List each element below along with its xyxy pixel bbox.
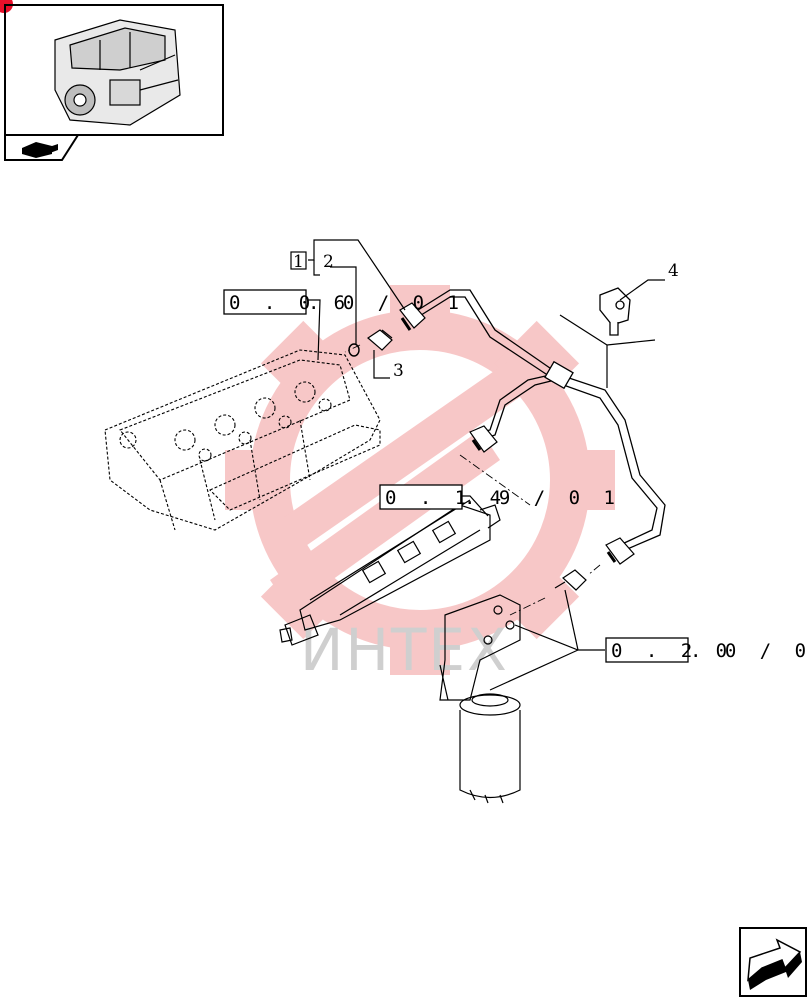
alignment-lines [344, 344, 601, 616]
fuel-sensor [554, 569, 587, 591]
callout-4: 4 [668, 261, 679, 281]
reference-0-14-suffix: . 9 / 0 1 [464, 487, 621, 509]
reference-0-20[interactable]: 0 . 2 0 . 0 / 0 1 [605, 637, 812, 663]
callout-2: 2 [323, 252, 334, 272]
reference-0-06[interactable]: 0 . 0 6 . 0 / 0 1 [223, 289, 465, 315]
reference-0-06-suffix: . 0 / 0 1 [308, 292, 465, 314]
reference-0-14[interactable]: 0 . 1 4 . 9 / 0 1 [379, 484, 621, 510]
reference-0-14-boxed: 0 . 1 4 [385, 487, 507, 509]
fuel-filter-drawing [439, 594, 521, 804]
thumbnail-frame [0, 0, 224, 161]
callout-1: 1 [293, 252, 304, 272]
callout-1-box [290, 251, 307, 270]
engine-thumbnail-icon [54, 19, 181, 126]
next-page-arrow-icon[interactable] [739, 927, 807, 997]
reference-0-20-suffix: . 0 / 0 1 [690, 640, 812, 662]
reference-0-20-boxed: 0 . 2 0 [611, 640, 733, 662]
sensor-item-4 [599, 287, 631, 336]
callout-3: 3 [393, 361, 404, 381]
connector-top [399, 302, 426, 331]
book-icon [22, 142, 58, 158]
wiring-harness [409, 289, 666, 551]
pressure-fitting-item-3 [367, 329, 393, 351]
connector-right [605, 537, 635, 565]
cylinder-head-drawing [104, 349, 381, 531]
reference-0-06-boxed: 0 . 0 6 [229, 292, 351, 314]
watermark-gear-icon [225, 285, 615, 675]
red-corner-marker [0, 0, 13, 13]
leader-lines [308, 239, 665, 691]
connector-middle [469, 425, 498, 453]
watermark-text: ИНТЕХ [300, 616, 509, 684]
